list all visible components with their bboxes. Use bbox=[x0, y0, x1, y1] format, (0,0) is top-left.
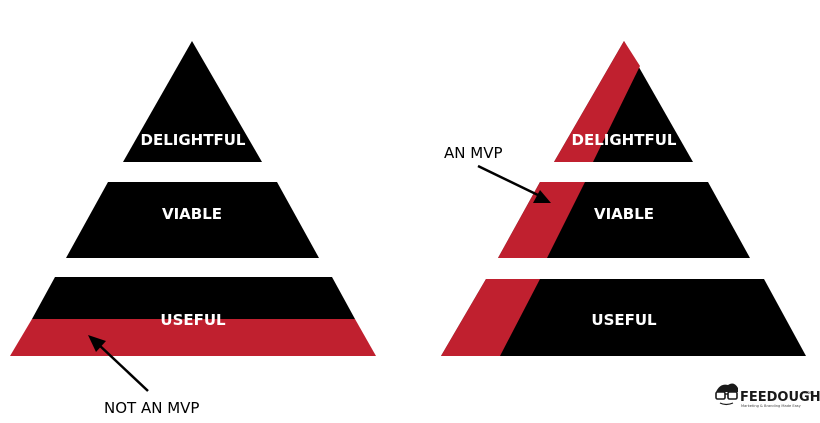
right-pyramid: DELIGHTFUL VIABLE USEFUL bbox=[441, 41, 806, 356]
left-tier-useful-black bbox=[32, 277, 355, 319]
logo-wordmark: FEEDOUGH bbox=[740, 390, 820, 405]
right-tier-viable-red bbox=[498, 182, 585, 258]
left-tier-delightful bbox=[123, 41, 262, 162]
left-label-delightful: DELIGHTFUL bbox=[141, 131, 246, 149]
right-tier-useful bbox=[441, 279, 806, 356]
left-tier-viable bbox=[66, 182, 319, 258]
feedough-logo: FEEDOUGH .com Marketing & Branding Made … bbox=[715, 383, 820, 408]
logo-suffix: .com bbox=[804, 390, 814, 395]
left-pyramid: DELIGHTFUL VIABLE USEFUL bbox=[10, 41, 376, 356]
left-label-useful: USEFUL bbox=[160, 311, 226, 329]
right-arrow-shaft bbox=[477, 164, 541, 198]
left-arrow-head bbox=[88, 335, 106, 352]
glasses-face-icon bbox=[715, 383, 738, 406]
right-tier-delightful-red bbox=[554, 41, 640, 162]
right-arrow-head bbox=[533, 190, 551, 203]
right-annotation: AN MVP bbox=[444, 144, 551, 203]
left-label-viable: VIABLE bbox=[162, 205, 222, 223]
right-label-viable: VIABLE bbox=[594, 205, 654, 223]
right-annotation-text: AN MVP bbox=[444, 144, 503, 162]
right-label-useful: USEFUL bbox=[591, 311, 657, 329]
left-annotation-text: NOT AN MVP bbox=[104, 399, 199, 417]
logo-tagline: Marketing & Branding Made Easy bbox=[741, 404, 802, 408]
right-label-delightful: DELIGHTFUL bbox=[572, 131, 677, 149]
left-annotation: NOT AN MVP bbox=[88, 335, 199, 417]
left-arrow-shaft bbox=[97, 343, 149, 392]
right-tier-useful-red bbox=[441, 279, 540, 356]
